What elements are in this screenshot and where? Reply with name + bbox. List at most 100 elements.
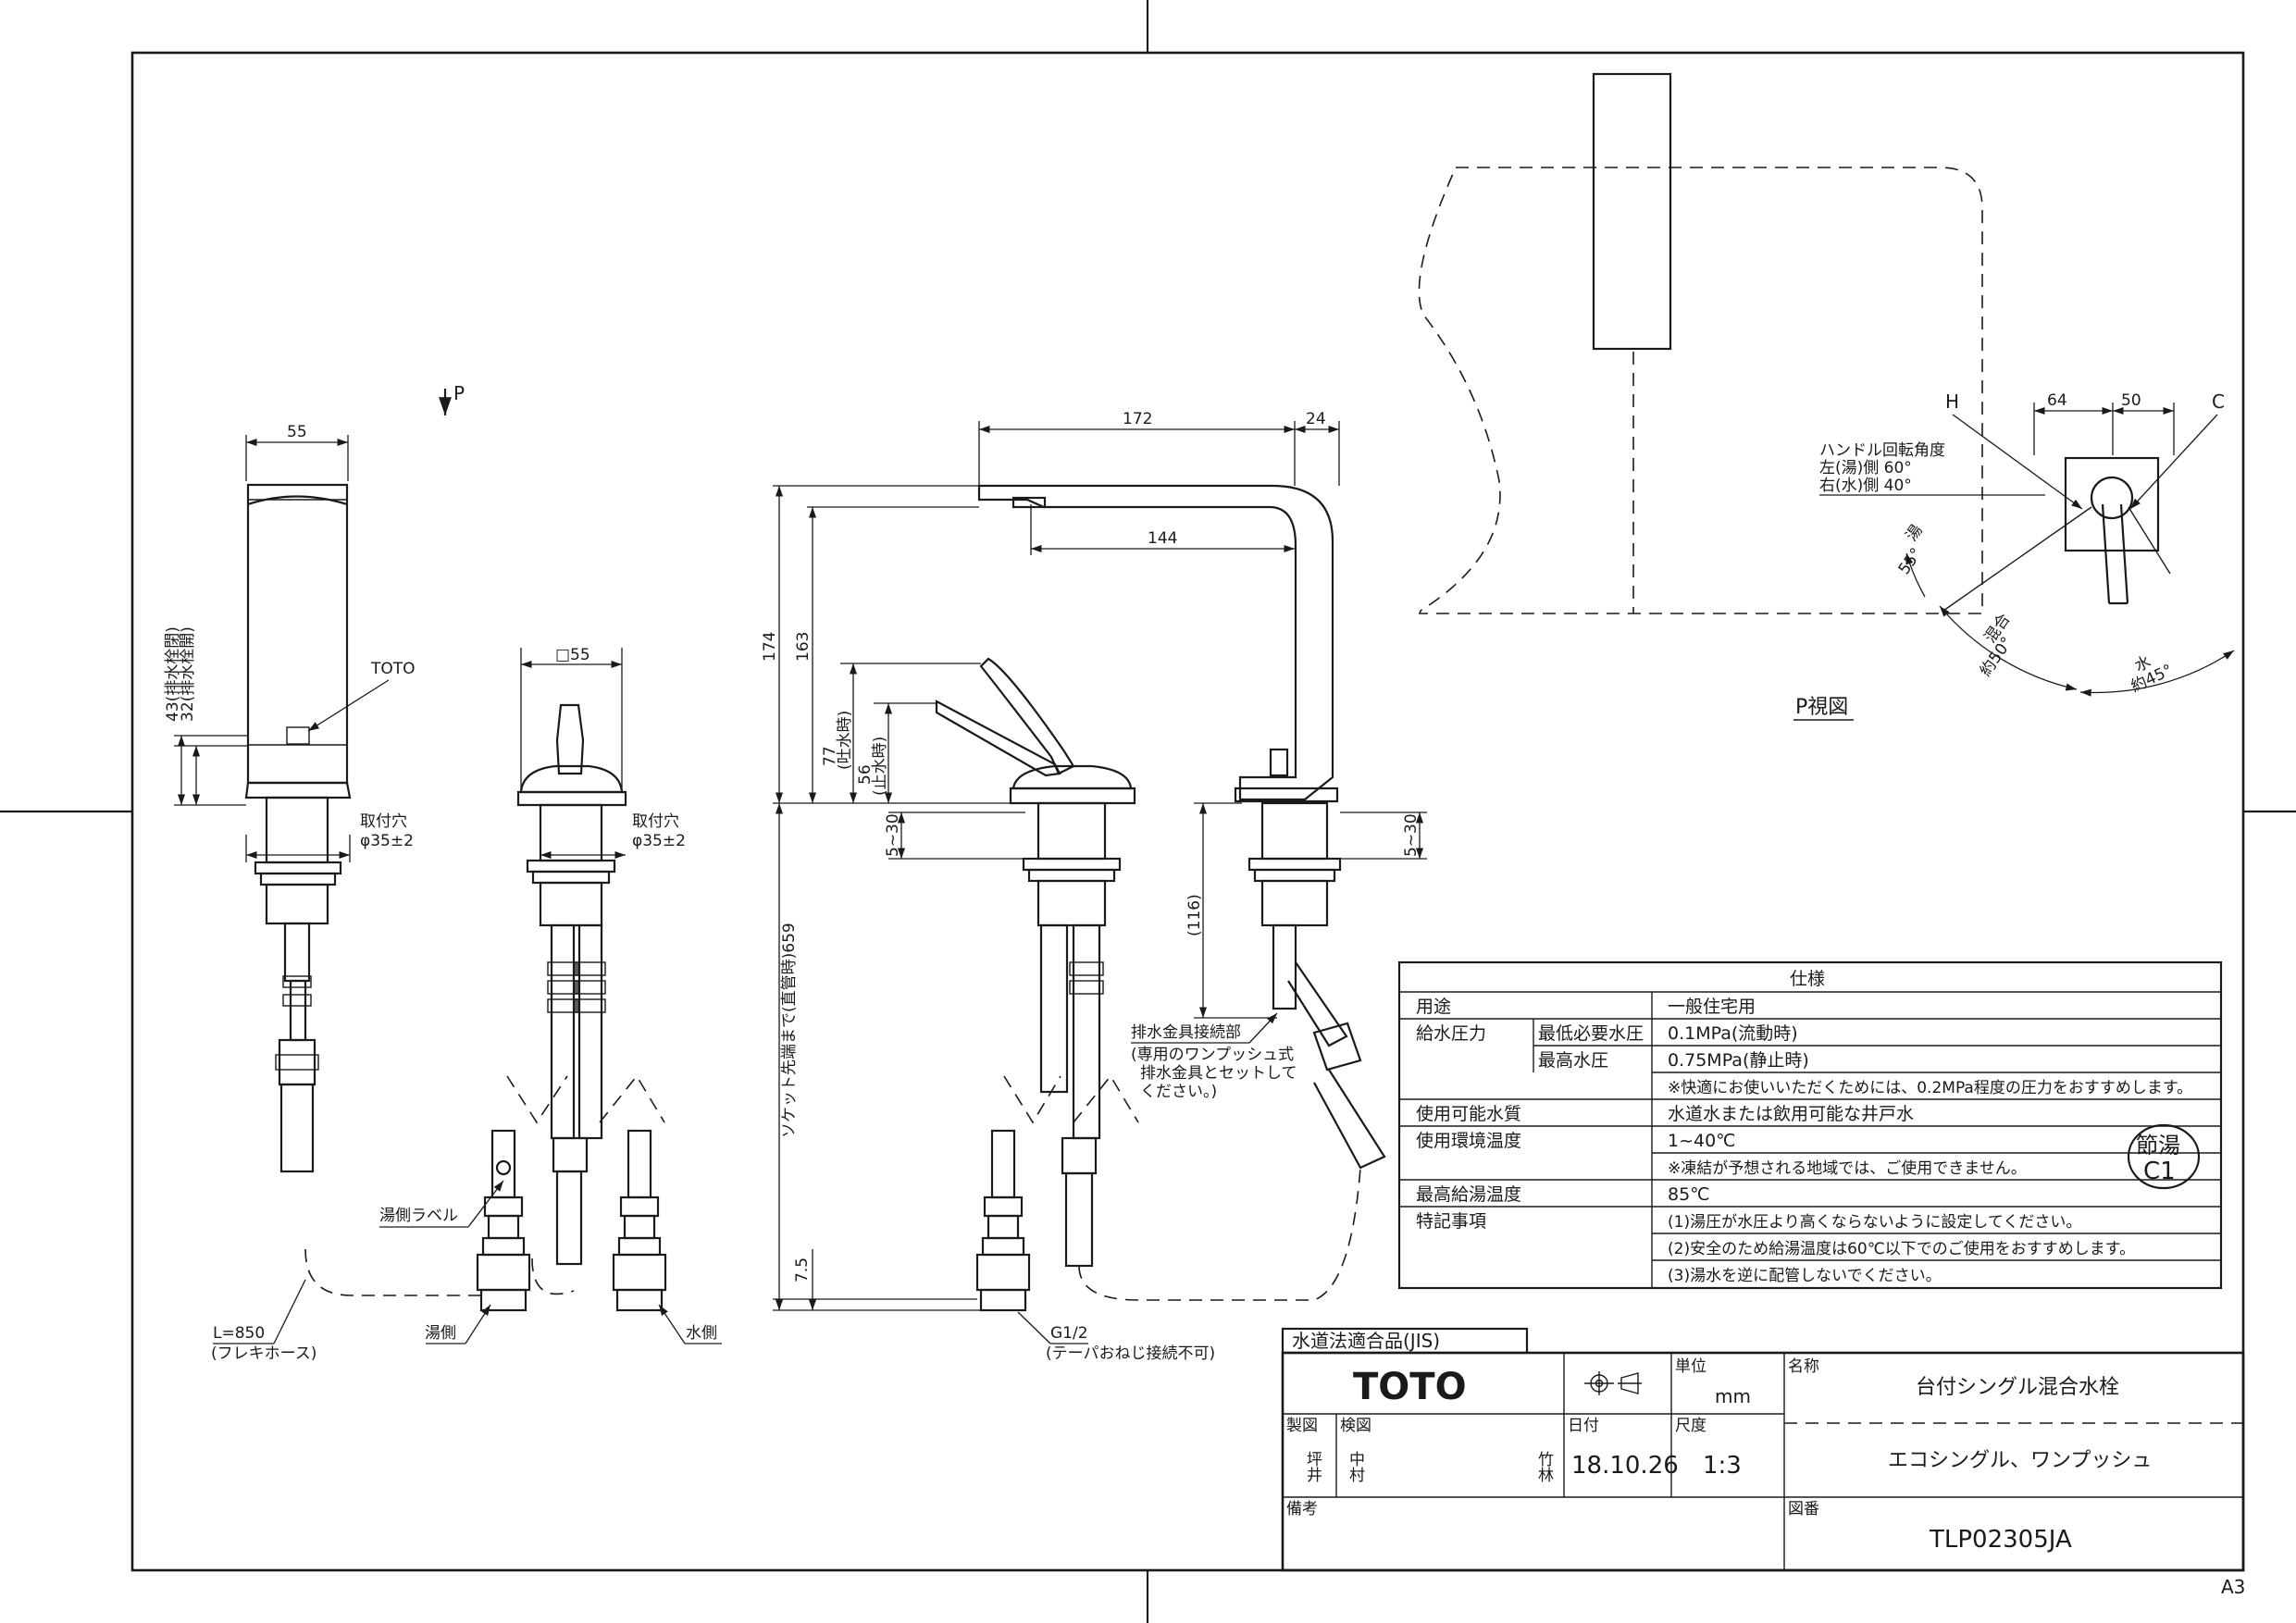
spec-title: 仕様: [1790, 969, 1825, 989]
side-drain-label: 排水金具接続部: [1131, 1023, 1241, 1042]
p-view-spout-rect: [1592, 72, 1672, 351]
spec-row-8-value: (1)湯圧が水圧より高くならないように設定してください。: [1668, 1213, 2081, 1232]
side-dim-144: 144: [1148, 529, 1177, 548]
p-view-h-label: H: [1945, 390, 1959, 413]
p-view-dim-50: 50: [2121, 391, 2141, 410]
p-view-angle-55: 55°: [1895, 545, 1927, 578]
side-handle: [935, 700, 1061, 777]
spec-row-10-value: (3)湯水を逆に配管しないでください。: [1668, 1267, 1942, 1285]
side-dim-116: (116): [1185, 894, 1204, 936]
title-brand: TOTO: [1353, 1366, 1467, 1408]
spec-row-0-label: 用途: [1416, 997, 1451, 1017]
front-hose-type: (フレキホース): [211, 1344, 316, 1363]
p-view-handle-square: [2064, 456, 2160, 552]
spec-row-4-label: 使用可能水質: [1416, 1104, 1521, 1124]
p-view-marker: P: [453, 382, 465, 404]
unit-value: mm: [1715, 1385, 1751, 1407]
side-thread-note: (テーパおねじ接続不可): [1046, 1344, 1215, 1363]
setsuyu-stamp: [2127, 1123, 2201, 1190]
front-logo-plate: [286, 726, 310, 745]
subname-value: エコシングル、ワンプッシュ: [1888, 1449, 2152, 1472]
spec-row-5-value: 1~40℃: [1668, 1131, 1736, 1151]
back-mount-hole-dia: φ35±2: [632, 832, 686, 850]
side-dim-5-30-left: 5~30: [884, 813, 902, 857]
side-drain-note-2: 排水金具とセットして: [1140, 1064, 1297, 1083]
front-hot-label: 湯側ラベル: [379, 1207, 458, 1225]
p-view-mix-angle: 約50°: [1977, 634, 2017, 680]
spec-row-7-label: 最高給湯温度: [1416, 1184, 1521, 1205]
spec-row-6-value: ※凍結が予想される地域では、ご使用できません。: [1668, 1158, 2027, 1178]
p-view-rot-right: 右(水)側 40°: [1819, 477, 1912, 495]
front-mount-hole: 取付穴: [360, 812, 407, 831]
setsuyu-stamp-line2: C1: [2143, 1158, 2176, 1185]
front-hose-length: L=850: [213, 1324, 265, 1343]
side-dim-56: 56: [856, 764, 875, 785]
p-view-counter-outline: [1418, 167, 1983, 614]
side-view: 172 24 144: [761, 410, 1427, 1363]
setsuyu-stamp-line1: 節湯: [2136, 1133, 2180, 1158]
back-mount-hole: 取付穴: [632, 812, 679, 831]
remarks-label: 備考: [1286, 1500, 1318, 1518]
side-dim-172: 172: [1123, 410, 1152, 428]
side-dim-56-note: (止水時): [871, 737, 889, 796]
side-dim-7-5: 7.5: [793, 1258, 812, 1282]
spec-row-7-value: 85℃: [1668, 1184, 1710, 1205]
p-view-cold-label: 水: [2132, 652, 2154, 675]
spec-row-2-value: 0.75MPa(静止時): [1668, 1050, 1809, 1071]
spec-row-1-sub: 最低必要水圧: [1538, 1023, 1644, 1044]
checked-label: 検図: [1340, 1417, 1371, 1435]
front-spout-body: [246, 483, 349, 785]
side-dim-5-30-right: 5~30: [1402, 813, 1421, 857]
spec-row-2-sub: 最高水圧: [1538, 1050, 1608, 1071]
back-lever: [555, 703, 585, 775]
p-view-rot-left: 左(湯)側 60°: [1819, 459, 1912, 477]
drawing-no-label: 図番: [1788, 1500, 1819, 1518]
p-view-rot-title: ハンドル回転角度: [1819, 441, 1945, 460]
scale-label: 尺度: [1675, 1417, 1706, 1435]
back-view: □55 取付穴 φ35±2: [304, 646, 722, 1344]
back-hot-side: 湯側: [425, 1324, 456, 1343]
spec-row-3-value: ※快適にお使いいただくためには、0.2MPa程度の圧力をおすすめします。: [1668, 1078, 2192, 1097]
side-spout: [977, 484, 1334, 801]
drawn-label: 製図: [1286, 1417, 1318, 1435]
spec-row-1-value: 0.1MPa(流動時): [1668, 1023, 1798, 1044]
spec-row-8-label: 特記事項: [1416, 1211, 1486, 1232]
date-value: 18.10.26: [1571, 1452, 1679, 1480]
front-dim-width: 55: [287, 423, 307, 441]
drawn-value: 坪井: [1303, 1451, 1322, 1482]
approved-value: 竹林: [1534, 1451, 1554, 1482]
name-label: 名称: [1788, 1357, 1819, 1376]
p-view-dim-64: 64: [2047, 391, 2067, 410]
side-drain-note-1: (専用のワンプッシュ式: [1131, 1046, 1294, 1064]
spec-row-1-label: 給水圧力: [1416, 1023, 1486, 1044]
back-cold-side: 水側: [686, 1324, 717, 1343]
scale-value: 1:3: [1703, 1452, 1742, 1480]
date-label: 日付: [1568, 1417, 1599, 1435]
name-value: 台付シングル混合水栓: [1916, 1376, 2119, 1399]
side-dim-24: 24: [1306, 410, 1326, 428]
side-dim-659: ソケット先端まで(直管時)659: [780, 923, 799, 1138]
side-dim-77: 77: [821, 746, 839, 766]
drawing-no-value: TLP02305JA: [1929, 1526, 2072, 1554]
title-block: 水道法適合品(JIS) TOTO 単位 mm 名称 台付シングル混合水栓 エコシ…: [1281, 1327, 2245, 1572]
spec-table: 仕様 用途 一般住宅用 給水圧力 最低必要水圧 0.1MPa(流動時) 最高水圧…: [1397, 960, 2223, 1290]
front-dim-43: 43(排水栓閉): [164, 626, 182, 722]
back-dim-square: □55: [555, 646, 590, 664]
spec-row-0-value: 一般住宅用: [1668, 997, 1756, 1017]
spec-row-9-value: (2)安全のため給湯温度は60℃以下でのご使用をおすすめします。: [1668, 1239, 2135, 1258]
side-dim-163: 163: [794, 632, 813, 662]
front-brand-mark: TOTO: [370, 660, 416, 678]
unit-label: 単位: [1675, 1357, 1706, 1376]
side-thread: G1/2: [1050, 1324, 1088, 1343]
spec-row-4-value: 水道水または飲用可能な井戸水: [1668, 1104, 1914, 1124]
front-dim-32: 32(排水栓開): [179, 626, 197, 722]
jis-label: 水道法適合品(JIS): [1292, 1330, 1440, 1352]
p-view-title: P視図: [1795, 696, 1848, 719]
front-mount-hole-dia: φ35±2: [360, 832, 414, 850]
spec-row-5-label: 使用環境温度: [1416, 1131, 1521, 1151]
sheet-size-label: A3: [2221, 1576, 2245, 1598]
projection-symbol: [1584, 1371, 1642, 1395]
checked-value: 中村: [1346, 1451, 1365, 1482]
